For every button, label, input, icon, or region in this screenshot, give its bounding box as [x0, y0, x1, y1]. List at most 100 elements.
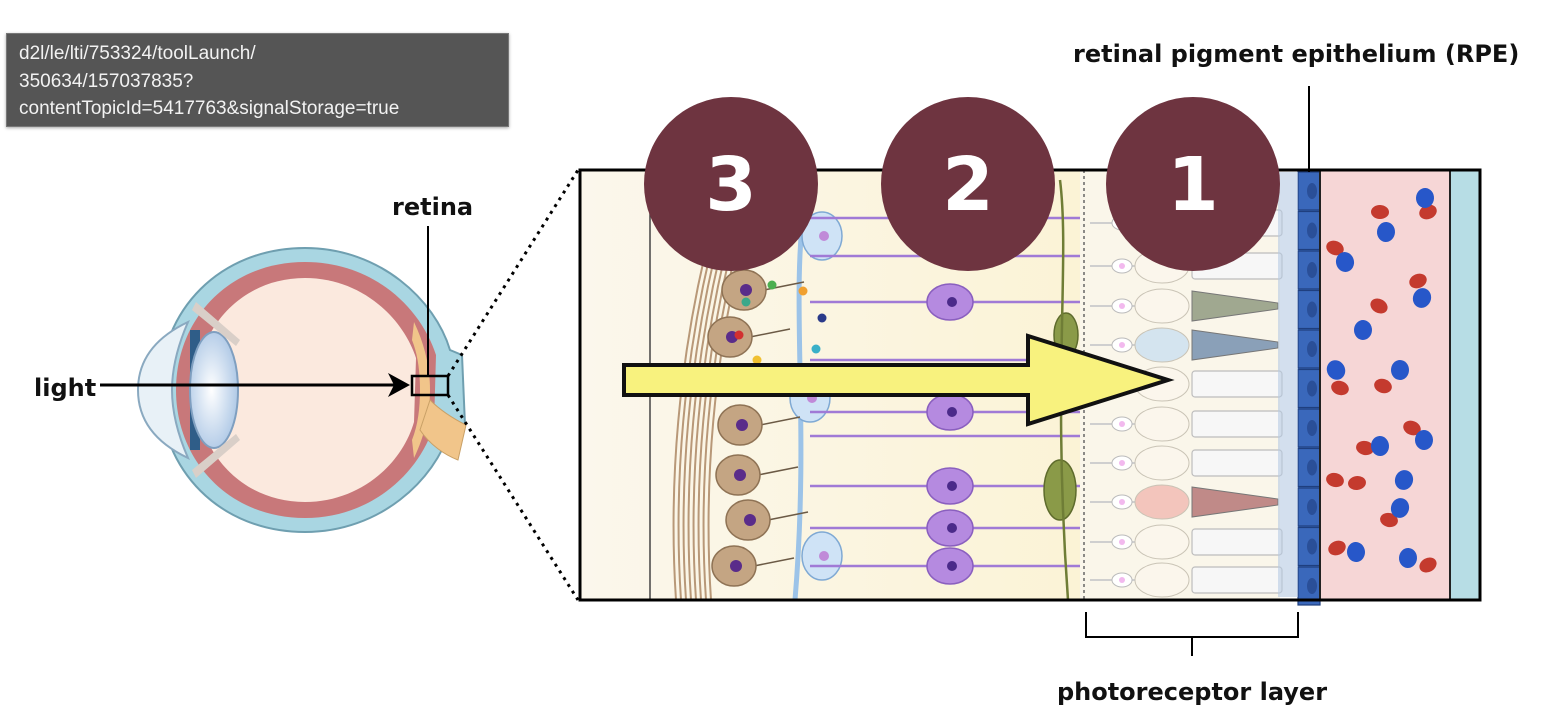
- blood-cells: [1326, 188, 1437, 573]
- blue-blood-cell: [1346, 542, 1366, 562]
- blue-blood-cell: [1412, 288, 1432, 308]
- layer-2-number: 2: [942, 142, 994, 228]
- cell-nucleus: [947, 407, 957, 417]
- cell-nucleus: [734, 469, 746, 481]
- horizontal-cell: [1043, 459, 1077, 521]
- rpe-nucleus: [1307, 499, 1317, 515]
- blue-blood-cell: [1390, 498, 1410, 518]
- blue-blood-cell: [1353, 320, 1373, 340]
- axon-fibers: [672, 249, 742, 601]
- blue-blood-cell: [1335, 252, 1355, 272]
- layer-3-circle: [644, 97, 818, 271]
- axon-fiber: [677, 249, 712, 601]
- sclera-band: [1450, 170, 1480, 600]
- cell-nucleus: [1119, 342, 1125, 348]
- ciliary-body-bottom: [192, 434, 240, 478]
- axon-fiber: [672, 249, 707, 601]
- ganglion-dendrite: [759, 416, 801, 426]
- horizontal-process: [1058, 179, 1070, 601]
- rod-outer-segment: [1191, 370, 1283, 398]
- rod-outer-segment: [1191, 449, 1283, 477]
- blue-blood-cell: [1376, 222, 1396, 242]
- cell-nucleus: [744, 514, 756, 526]
- rpe-nucleus: [1307, 459, 1317, 476]
- red-blood-cell: [1403, 420, 1421, 436]
- ganglion-dendrite: [753, 557, 795, 567]
- cell-nucleus: [819, 231, 829, 241]
- signal-dot: [752, 355, 762, 365]
- zoom-line-bottom: [446, 394, 580, 601]
- red-blood-cell: [1371, 204, 1389, 220]
- rpe-label: retinal pigment epithelium (RPE): [1073, 40, 1519, 68]
- tooltip-line: contentTopicId=5417763&signalStorage=tru…: [19, 98, 400, 119]
- optic-nerve: [419, 399, 467, 461]
- blue-blood-cell: [1415, 188, 1435, 208]
- cornea: [136, 319, 190, 461]
- light-arrowhead: [388, 373, 410, 397]
- cell-nucleus: [1119, 460, 1125, 466]
- ganglion-cells: [707, 269, 827, 587]
- signal-dot: [767, 280, 777, 290]
- layer-2-circle: [881, 97, 1055, 271]
- light-label: light: [34, 374, 96, 402]
- rod-outer-segment: [1191, 528, 1283, 556]
- lens: [189, 331, 239, 449]
- blue-blood-cell: [1370, 436, 1390, 456]
- rpe-nucleus: [1307, 538, 1317, 555]
- rpe-microvilli: [1278, 172, 1298, 597]
- red-blood-cell: [1326, 472, 1344, 488]
- inner-segment: [1134, 562, 1190, 598]
- red-blood-cell: [1348, 475, 1366, 491]
- rpe-nucleus: [1307, 420, 1317, 436]
- signal-dot: [811, 344, 821, 354]
- ciliary-body-top: [192, 302, 240, 346]
- rpe-nucleus: [1307, 380, 1317, 397]
- ganglion-dendrite: [757, 466, 799, 476]
- red-blood-cell: [1328, 540, 1346, 556]
- axon-fiber: [682, 249, 717, 601]
- rpe-nucleus: [1307, 262, 1317, 278]
- red-blood-cell: [1419, 557, 1437, 573]
- cell-nucleus: [1119, 539, 1125, 545]
- signal-dot: [734, 330, 744, 340]
- cell-nucleus: [947, 297, 957, 307]
- layer-2-marker: 2: [881, 97, 1055, 271]
- cell-nucleus: [730, 560, 742, 572]
- red-blood-cell: [1374, 378, 1392, 394]
- signal-dot: [817, 313, 827, 323]
- blue-blood-cell: [1414, 430, 1434, 450]
- inner-segment: [1134, 327, 1190, 363]
- red-blood-cell: [1326, 240, 1344, 256]
- inner-segment: [1134, 484, 1190, 520]
- layer-1-marker: 1: [1106, 97, 1280, 271]
- eye-illustration: [136, 246, 467, 534]
- blue-blood-cell: [1394, 470, 1414, 490]
- rpe-nucleus: [1307, 222, 1317, 239]
- inner-segment: [1134, 524, 1190, 560]
- url-tooltip: d2l/le/lti/753324/toolLaunch/ 350634/157…: [6, 33, 509, 127]
- rpe-nucleus: [1307, 183, 1317, 199]
- cell-nucleus: [947, 523, 957, 533]
- cell-nucleus: [736, 419, 748, 431]
- photoreceptor-bracket: [1085, 612, 1299, 656]
- blue-blood-cell: [1326, 360, 1346, 380]
- cell-nucleus: [947, 481, 957, 491]
- light-path-arrow: [622, 333, 1175, 427]
- rod-outer-segment: [1191, 566, 1283, 594]
- layer-1-circle: [1106, 97, 1280, 271]
- layer-3-number: 3: [705, 142, 757, 228]
- cell-nucleus: [1119, 421, 1125, 427]
- signal-dot: [798, 286, 808, 296]
- red-blood-cell: [1419, 204, 1437, 220]
- inner-segment: [1134, 445, 1190, 481]
- tooltip-line: 350634/157037835?: [19, 70, 194, 92]
- cell-nucleus: [947, 561, 957, 571]
- inner-segment: [1134, 406, 1190, 442]
- signal-dot: [741, 297, 751, 307]
- cell-nucleus: [819, 551, 829, 561]
- cell-nucleus: [1119, 303, 1125, 309]
- red-blood-cell: [1331, 380, 1349, 396]
- zoom-line-top: [446, 169, 580, 377]
- cell-nucleus: [1119, 499, 1125, 505]
- tooltip-line: d2l/le/lti/753324/toolLaunch/: [19, 43, 256, 64]
